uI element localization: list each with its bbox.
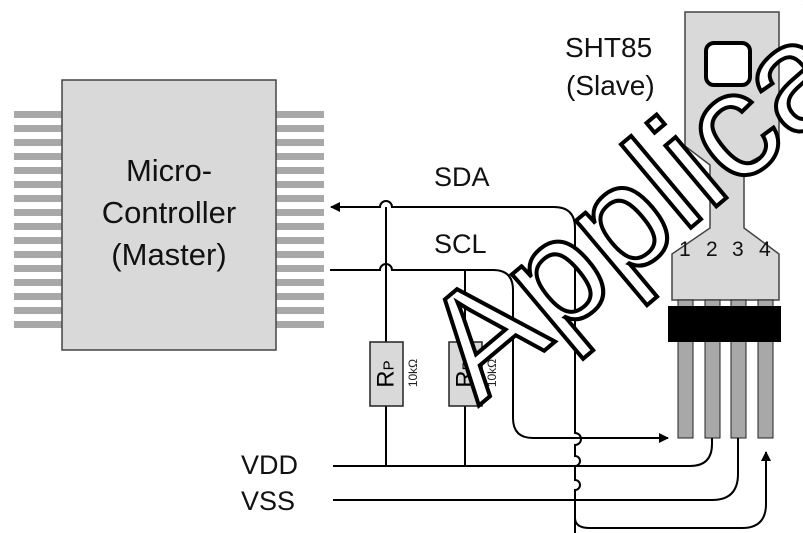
sensor-role: (Slave) (566, 70, 655, 101)
pin-3-label: 3 (732, 238, 744, 261)
scl-wire (330, 263, 669, 443)
sensor-name: SHT85 (565, 32, 653, 63)
sensor-window-icon (704, 41, 752, 87)
vss-wire (333, 438, 739, 501)
mcu-body (61, 79, 277, 351)
mcu-label-line1: Micro- (125, 153, 213, 188)
sensor-pin-header (668, 306, 781, 342)
mcu-label: Micro- Controller (Master) (62, 150, 276, 276)
vdd-label: VDD (241, 450, 299, 480)
pin4-wire (574, 451, 771, 529)
mcu-label-line2: Controller (101, 195, 237, 230)
mcu-label-line3: (Master) (111, 237, 227, 272)
rp1-label: RP (371, 358, 403, 391)
scl-label: SCL (434, 229, 487, 259)
mcu-right-pins (276, 111, 324, 328)
sda-label: SDA (434, 162, 490, 192)
pullup-resistor-sda (369, 341, 404, 407)
vdd-wire (333, 438, 713, 467)
pullup-resistor-scl (448, 341, 483, 407)
pin-4-label: 4 (759, 238, 771, 261)
pin-2-label: 2 (706, 238, 718, 261)
rp1-letter: R (372, 370, 400, 388)
rp1-subscript: P (380, 360, 398, 371)
sensor-body (671, 11, 780, 301)
rp1-value: 10kΩ (406, 358, 420, 388)
pin-1-label: 1 (679, 238, 691, 261)
vss-label: VSS (241, 486, 296, 516)
mcu-left-pins (14, 111, 62, 328)
